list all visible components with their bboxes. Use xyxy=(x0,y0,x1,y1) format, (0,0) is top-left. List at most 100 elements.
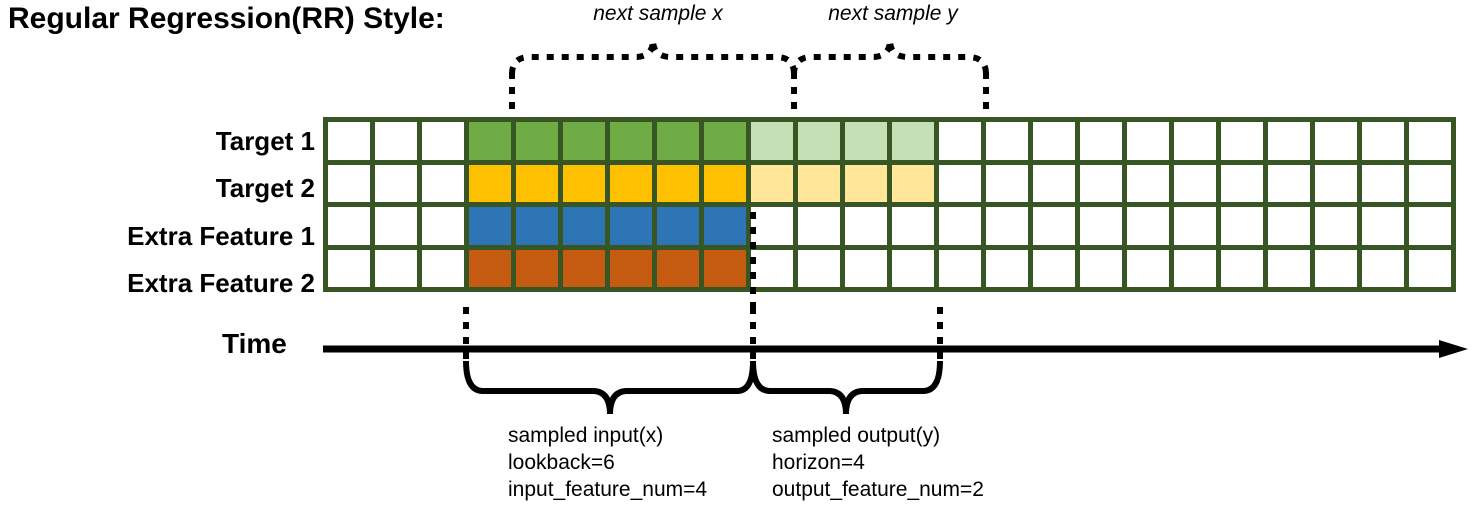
grid-cell-empty xyxy=(1127,164,1169,202)
grid-cell-empty xyxy=(375,122,417,160)
grid-cell-empty xyxy=(1221,207,1263,245)
grid-cell-input xyxy=(610,207,652,245)
grid-row xyxy=(328,249,1451,287)
grid-cell-output xyxy=(845,164,887,202)
grid-cell-empty xyxy=(1221,249,1263,287)
grid-cell-input xyxy=(657,122,699,160)
grid-cell-empty xyxy=(422,122,464,160)
time-axis-label: Time xyxy=(222,328,287,359)
grid-cell-empty xyxy=(892,249,934,287)
grid-cell-empty xyxy=(1080,207,1122,245)
annotation-next-sample-y: next sample y xyxy=(828,2,958,25)
caption-input-line-1: sampled input(x) xyxy=(508,424,664,447)
grid-cell-empty xyxy=(1080,249,1122,287)
grid-cell-empty xyxy=(328,249,370,287)
timeseries-grid xyxy=(323,117,1456,292)
grid-cell-empty xyxy=(1362,122,1404,160)
grid-cell-empty xyxy=(375,207,417,245)
grid-cell-empty xyxy=(986,122,1028,160)
grid-cell-input xyxy=(516,122,558,160)
grid-cell-input xyxy=(657,249,699,287)
caption-sampled-input: sampled input(x) lookback=6 input_featur… xyxy=(508,423,707,504)
grid-cell-input xyxy=(469,249,511,287)
grid-cell-input xyxy=(610,164,652,202)
grid-row xyxy=(328,122,1451,160)
grid-cell-empty xyxy=(1362,164,1404,202)
grid-cell-input xyxy=(563,207,605,245)
grid-cell-empty xyxy=(751,249,793,287)
grid-cell-empty xyxy=(328,207,370,245)
grid-cell-output xyxy=(892,122,934,160)
grid-cell-empty xyxy=(1127,249,1169,287)
row-labels-group: Target 1 Target 2 Extra Feature 1 Extra … xyxy=(20,117,315,307)
grid-cell-empty xyxy=(422,249,464,287)
grid-cell-output xyxy=(798,164,840,202)
grid-cell-empty xyxy=(1362,249,1404,287)
grid-cell-input xyxy=(704,122,746,160)
grid-cell-empty xyxy=(939,164,981,202)
grid-cell-empty xyxy=(1315,207,1357,245)
grid-cell-empty xyxy=(1033,207,1075,245)
grid-cell-empty xyxy=(1409,249,1451,287)
page-title: Regular Regression(RR) Style: xyxy=(8,2,445,35)
brace-sampled-output xyxy=(750,360,943,415)
caption-output-line-1: sampled output(y) xyxy=(772,424,941,447)
annotation-next-sample-x: next sample x xyxy=(593,2,723,25)
grid-cell-empty xyxy=(1174,207,1216,245)
caption-output-line-3: output_feature_num=2 xyxy=(772,477,984,501)
dotted-brace-next-sample-y xyxy=(791,39,989,75)
brace-sampled-input xyxy=(463,360,756,415)
grid-cell-empty xyxy=(986,249,1028,287)
grid-cell-empty xyxy=(1409,207,1451,245)
caption-output-line-2: horizon=4 xyxy=(772,450,865,474)
grid-cell-empty xyxy=(986,164,1028,202)
grid-cell-empty xyxy=(939,249,981,287)
caption-input-line-2: lookback=6 xyxy=(508,450,615,474)
time-axis-arrow-icon xyxy=(323,340,1468,358)
grid-cell-empty xyxy=(1315,164,1357,202)
grid-cell-empty xyxy=(1409,164,1451,202)
grid-cell-input xyxy=(657,164,699,202)
grid-cell-empty xyxy=(939,122,981,160)
grid-cell-input xyxy=(563,249,605,287)
grid-cell-empty xyxy=(375,249,417,287)
grid-cell-input xyxy=(516,164,558,202)
grid-cell-empty xyxy=(1268,164,1310,202)
grid-cell-empty xyxy=(1315,122,1357,160)
row-label-target-1: Target 1 xyxy=(215,126,315,156)
grid-row xyxy=(328,164,1451,202)
grid-cell-empty xyxy=(1174,164,1216,202)
grid-cell-empty xyxy=(845,249,887,287)
grid-cell-empty xyxy=(986,207,1028,245)
grid-cell-empty xyxy=(1033,249,1075,287)
row-label-target-2: Target 2 xyxy=(215,173,315,203)
grid-cell-output xyxy=(798,122,840,160)
row-label-extra-feature-2: Extra Feature 2 xyxy=(127,268,315,298)
grid-cell-empty xyxy=(1033,164,1075,202)
grid-cell-input xyxy=(704,249,746,287)
grid-cell-empty xyxy=(1080,164,1122,202)
grid-cell-input xyxy=(516,249,558,287)
grid-cell-input xyxy=(469,164,511,202)
grid-cell-empty xyxy=(939,207,981,245)
grid-cell-input xyxy=(469,122,511,160)
caption-sampled-output: sampled output(y) horizon=4 output_featu… xyxy=(772,423,984,504)
grid-cell-empty xyxy=(1362,207,1404,245)
grid-cell-input xyxy=(704,164,746,202)
grid-cell-input xyxy=(657,207,699,245)
grid-cell-empty xyxy=(1221,122,1263,160)
grid-cell-output xyxy=(892,164,934,202)
grid-cell-input xyxy=(516,207,558,245)
grid-cell-empty xyxy=(1268,249,1310,287)
grid-cell-output xyxy=(751,122,793,160)
grid-cell-empty xyxy=(1268,122,1310,160)
grid-cell-empty xyxy=(375,164,417,202)
grid-cell-empty xyxy=(1315,249,1357,287)
grid-row xyxy=(328,207,1451,245)
dotted-brace-next-sample-x xyxy=(509,39,797,75)
grid-cell-input xyxy=(610,122,652,160)
grid-cell-empty xyxy=(1174,249,1216,287)
grid-cell-input xyxy=(610,249,652,287)
grid-cell-input xyxy=(469,207,511,245)
